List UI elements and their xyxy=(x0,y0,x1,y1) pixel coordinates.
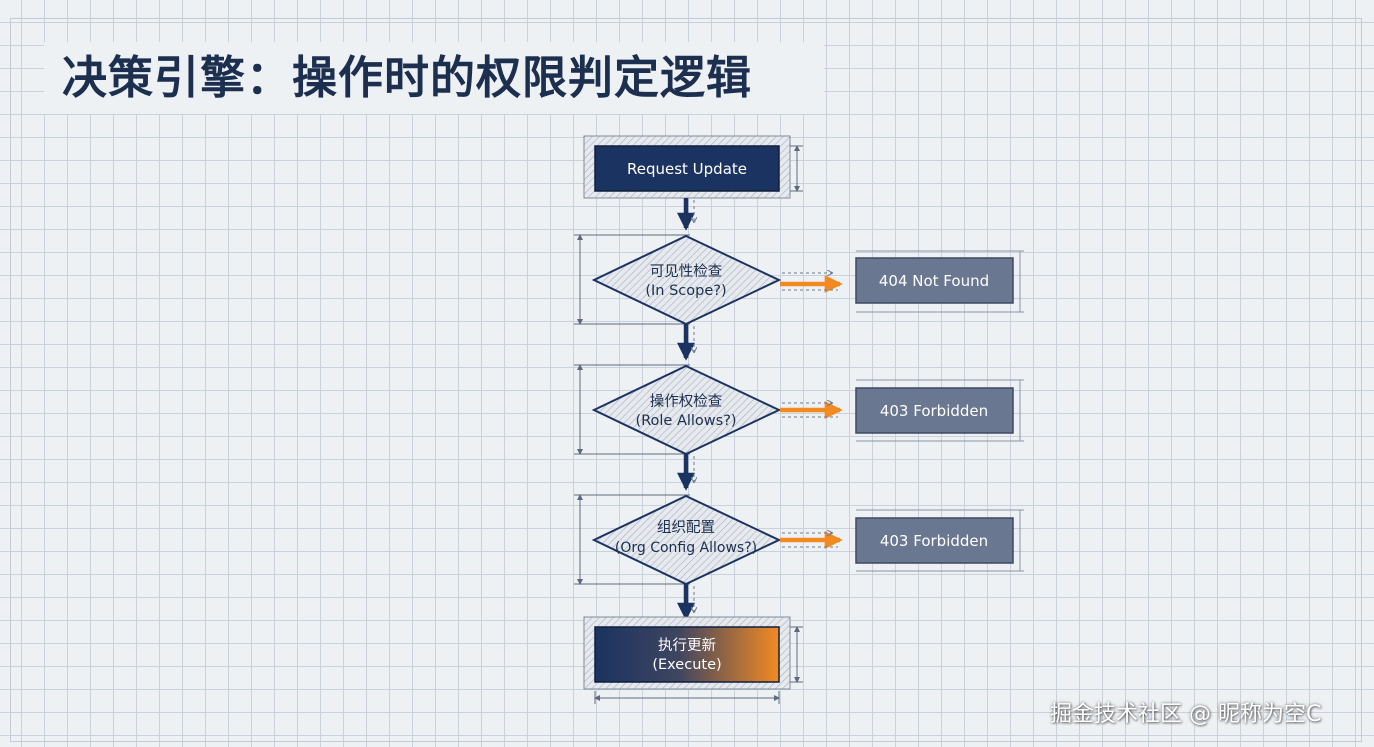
end-node: 执行更新 (Execute) xyxy=(583,616,803,704)
page-title: 决策引擎：操作时的权限判定逻辑 xyxy=(62,51,753,104)
error-box-403-org xyxy=(855,517,1014,564)
error-label-403-role: 403 Forbidden xyxy=(880,402,988,420)
error-label-404: 404 Not Found xyxy=(879,272,989,290)
decision-label: 操作权检查 xyxy=(650,393,723,410)
end-node-sublabel: (Execute) xyxy=(652,657,721,673)
start-node-box xyxy=(594,145,780,192)
error-box-403-role xyxy=(855,387,1014,434)
decision-label: 可见性检查 xyxy=(650,263,723,280)
decision-question: (In Scope?) xyxy=(645,283,726,299)
end-node-label: 执行更新 xyxy=(658,637,716,654)
decision-diamond xyxy=(591,364,782,456)
decision-visibility-check: 可见性检查 (In Scope?) 404 Not Found xyxy=(574,234,1024,326)
start-node-label: Request Update xyxy=(627,160,747,178)
decision-diamond xyxy=(591,234,782,326)
page-frame xyxy=(10,18,1362,742)
decision-role-check: 操作权检查 (Role Allows?) 403 Forbidden xyxy=(574,364,1024,456)
decision-diamond xyxy=(591,494,782,586)
decision-org-config-check: 组织配置 (Org Config Allows?) 403 Forbidden xyxy=(574,494,1024,586)
main-flow-arrows xyxy=(677,198,694,621)
title-band xyxy=(44,42,824,114)
end-node-box xyxy=(594,626,780,683)
watermark-text: 掘金技术社区 @ 昵称为空C xyxy=(1050,702,1322,727)
error-box-404 xyxy=(855,257,1014,304)
decision-question: (Role Allows?) xyxy=(635,413,736,429)
start-node: Request Update xyxy=(583,135,803,199)
decision-label: 组织配置 xyxy=(657,519,715,536)
error-label-403-org: 403 Forbidden xyxy=(880,532,988,550)
decision-question: (Org Config Allows?) xyxy=(615,540,757,556)
